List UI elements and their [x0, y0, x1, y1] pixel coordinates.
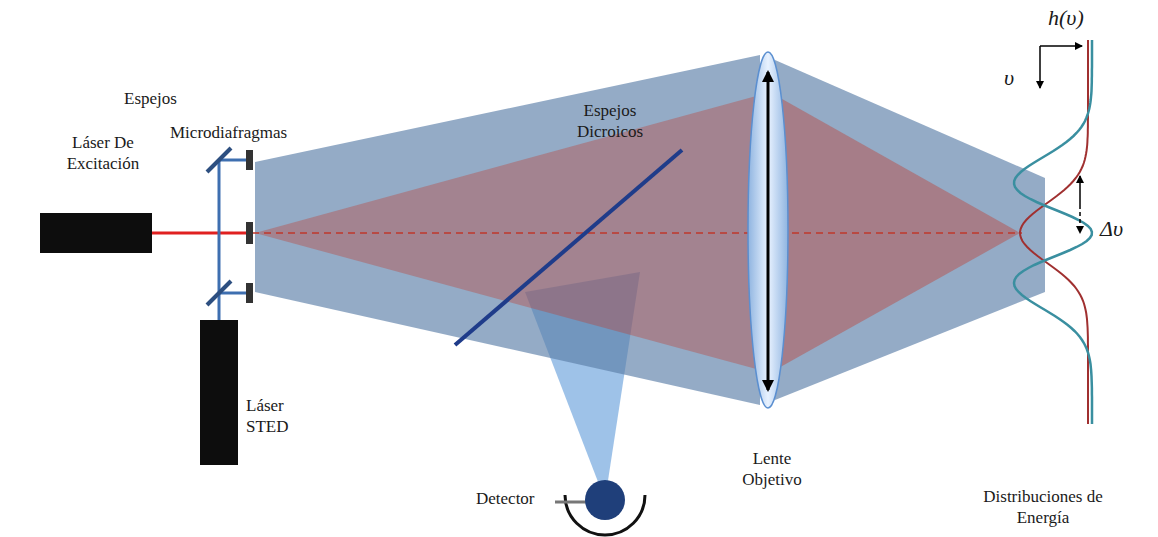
- microdiaphragm: [246, 150, 253, 170]
- lens-arrow: [767, 72, 770, 228]
- red-beam: [152, 232, 246, 235]
- sted-laser: [200, 320, 238, 465]
- axis-label: h(υ): [1048, 4, 1128, 32]
- axis-v: [1039, 46, 1041, 88]
- distribution-label: Distribuciones de Energía: [958, 486, 1128, 529]
- microdiaphragm: [246, 222, 253, 244]
- detector-label: Detector: [476, 488, 556, 509]
- lens-label: Lente Objetivo: [722, 448, 822, 491]
- width-arrow: [1079, 176, 1081, 205]
- excitation-profile: [1020, 40, 1088, 424]
- width-label: Δυ: [1100, 215, 1150, 243]
- optical-axis: [252, 232, 1022, 234]
- dichroic-mirror: [455, 150, 682, 345]
- blue-beam: [219, 159, 246, 162]
- mirror: [207, 281, 231, 305]
- blue-beam: [219, 292, 246, 295]
- mirror: [207, 148, 231, 172]
- axis-h: [1040, 45, 1082, 47]
- excitation-laser: [40, 213, 152, 253]
- detector: [585, 480, 625, 520]
- sted-focus: [775, 60, 1045, 400]
- width-arrow: [1079, 205, 1081, 233]
- laser-label: Láser De Excitación: [48, 132, 158, 175]
- laser-label: Láser STED: [246, 395, 306, 438]
- sted-profile: [1014, 40, 1092, 424]
- diaphragm-label: Microdiafragmas: [170, 122, 310, 143]
- mirror-label: Espejos: [124, 88, 204, 109]
- excitation-focus: [775, 95, 1020, 370]
- microdiaphragm: [246, 283, 253, 303]
- dichroic-label: Espejos Dicroicos: [560, 100, 660, 143]
- axis-label: υ: [1004, 64, 1034, 92]
- lens-arrow: [767, 228, 770, 390]
- objective-lens: [748, 52, 788, 408]
- sted-beam: [255, 55, 760, 405]
- detector-lead: [555, 501, 588, 504]
